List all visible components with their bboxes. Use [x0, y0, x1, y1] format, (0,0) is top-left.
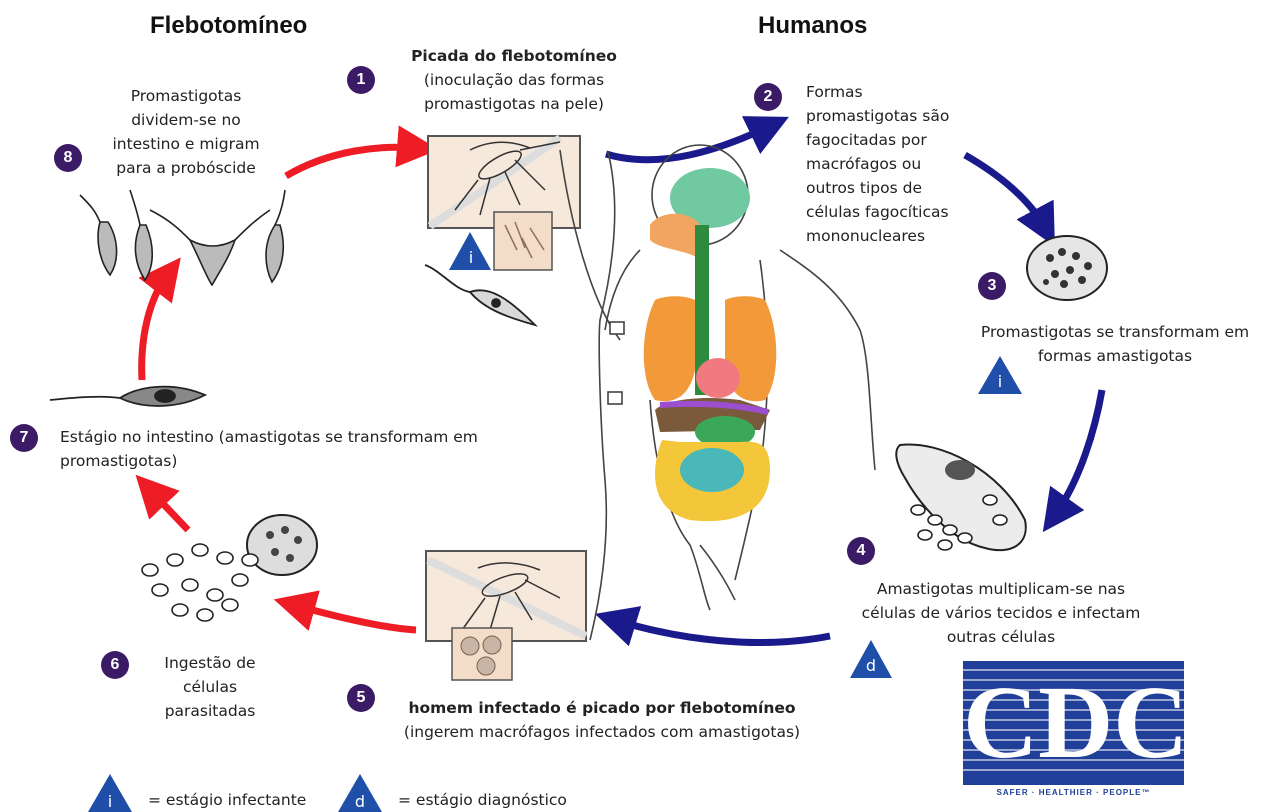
sandfly-bite-panel-5: [426, 551, 586, 680]
infected-cell-amastigotes: [896, 444, 1025, 550]
step-2-text: Formas promastigotas são fagocitadas por…: [806, 80, 956, 248]
header-humans: Humanos: [758, 12, 867, 40]
arrow-7-to-8: [142, 274, 168, 380]
legend-infective-label: = estágio infectante: [148, 788, 306, 812]
diagnostic-letter-4: d: [865, 656, 877, 675]
arrow-2-to-3: [965, 155, 1045, 228]
cdc-logo-text: CDC: [963, 661, 1184, 785]
step-7-badge: 7: [10, 424, 38, 452]
arrow-3-to-4: [1055, 390, 1102, 515]
infective-letter-3: i: [994, 372, 1006, 391]
legend-diagnostic-letter: d: [354, 792, 366, 811]
cdc-logo-tagline: SAFER · HEALTHIER · PEOPLE™: [963, 788, 1184, 797]
step-6-text: Ingestão de células parasitadas: [150, 651, 270, 723]
step-3-text: Promastigotas se transformam em formas a…: [962, 320, 1268, 368]
step-5-label: homem infectado é picado por flebotomíne…: [392, 696, 812, 744]
step-6-badge: 6: [101, 651, 129, 679]
arrow-6-to-7: [150, 490, 188, 530]
ingested-parasitized-cells: [142, 515, 317, 621]
arrow-1-to-2: [606, 126, 770, 160]
arrow-5-to-6: [294, 605, 416, 630]
macrophage-amastigote-cell: [1027, 236, 1107, 300]
step-8-text: Promastigotas dividem-se no intestino e …: [108, 84, 264, 180]
legend-infective-letter: i: [104, 792, 116, 811]
step-1-text: (inoculação das formas promastigotas na …: [388, 68, 640, 116]
infective-letter-1: i: [465, 248, 477, 267]
step-7-text: Estágio no intestino (amastigotas se tra…: [60, 425, 500, 473]
step-2-badge: 2: [754, 83, 782, 111]
step-1-title: Picada do flebotomíneo: [388, 44, 640, 68]
step-4-badge: 4: [847, 537, 875, 565]
step-5-badge: 5: [347, 684, 375, 712]
arrow-4-to-5: [615, 620, 830, 643]
step-1-label: Picada do flebotomíneo (inoculação das f…: [388, 44, 640, 116]
step-3-badge: 3: [978, 272, 1006, 300]
step-5-text: (ingerem macrófagos infectados com amast…: [392, 720, 812, 744]
arrow-8-to-1: [286, 147, 418, 176]
step-4-text: Amastigotas multiplicam-se nas células d…: [855, 577, 1147, 649]
dividing-promastigotes: [80, 190, 285, 285]
step-8-badge: 8: [54, 144, 82, 172]
header-sandfly: Flebotomíneo: [150, 12, 307, 40]
gut-stage-promastigote: [50, 387, 205, 406]
human-organs: [644, 168, 777, 521]
legend-diagnostic-label: = estágio diagnóstico: [398, 788, 567, 812]
sandfly-bite-panel-1: [428, 136, 580, 270]
step-5-title: homem infectado é picado por flebotomíne…: [392, 696, 812, 720]
promastigote-drawing: [425, 265, 535, 325]
step-1-badge: 1: [347, 66, 375, 94]
